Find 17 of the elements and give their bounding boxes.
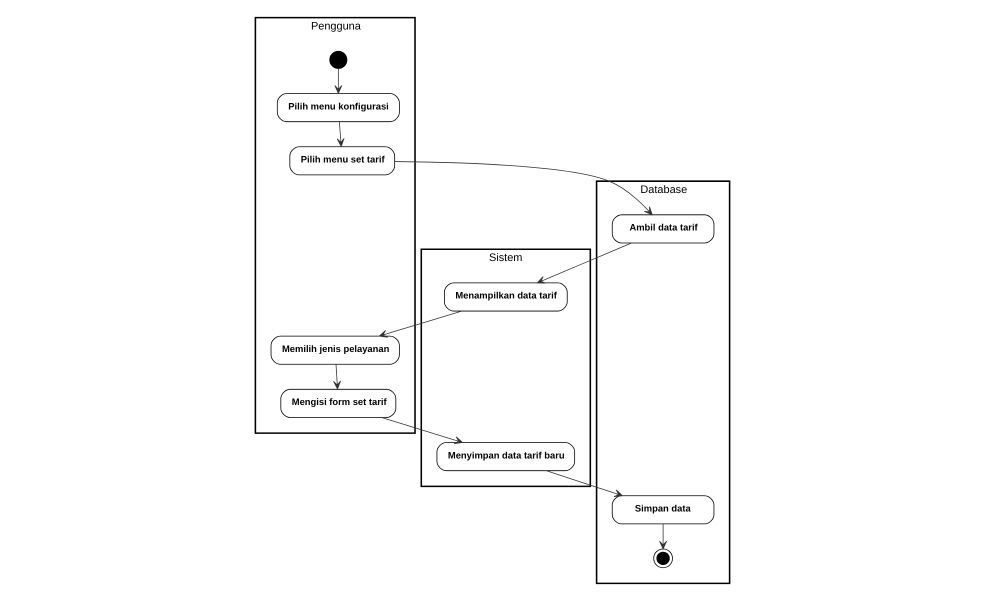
arrow <box>334 68 342 94</box>
node-box: Simpan data <box>611 495 714 524</box>
node-box: Ambil data tarif <box>611 214 714 244</box>
node-box: Menyimpan data tarif baru <box>436 442 575 472</box>
arrow <box>394 161 652 216</box>
node-box: Pilih menu konfigurasi <box>276 93 400 122</box>
arrow <box>658 524 666 550</box>
arrow <box>336 122 344 147</box>
arrow <box>536 242 632 284</box>
node-box: Menampilkan data tarif <box>443 282 568 312</box>
node-box: Memilih jenis pelayanan <box>270 336 400 365</box>
arrow <box>332 364 340 390</box>
arrow <box>378 310 462 338</box>
node-circle <box>652 548 672 568</box>
node-circle <box>328 50 347 69</box>
node-box: Pilih menu set tarif <box>288 146 395 176</box>
node-box: Mengisi form set tarif <box>280 388 396 418</box>
